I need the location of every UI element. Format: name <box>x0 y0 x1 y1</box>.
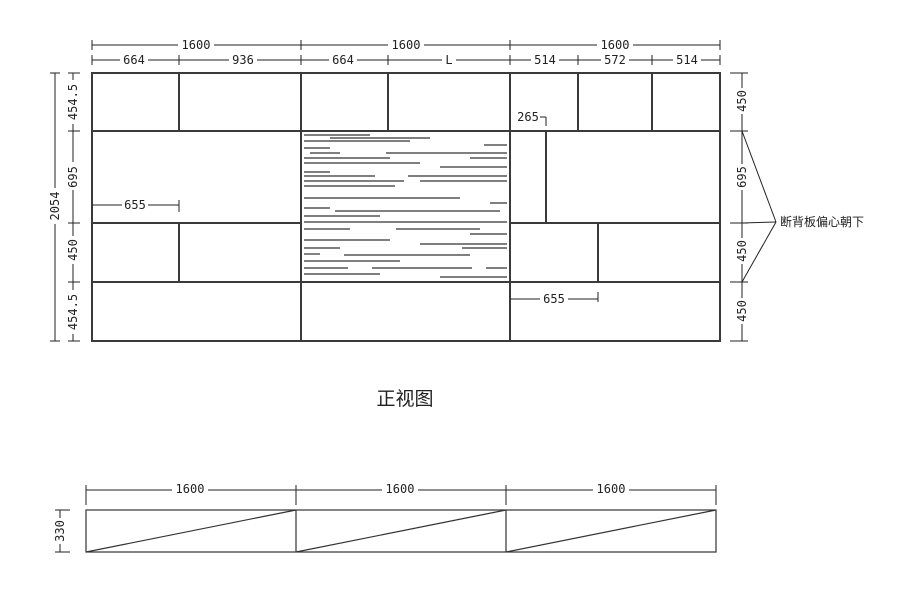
left-row-dim-1: 454.5 <box>66 84 80 120</box>
front-view-cabinet <box>91 72 721 342</box>
inner-dim-655-right: 655 <box>543 292 565 306</box>
top-dim-3: 1600 <box>601 38 630 52</box>
plan-dim-3: 1600 <box>597 482 626 496</box>
left-row-dim-3: 450 <box>66 239 80 261</box>
inner-dims <box>92 116 599 302</box>
right-row-dim-3: 450 <box>735 240 749 262</box>
back-panel-note: 断背板偏心朝下 <box>780 214 864 229</box>
sub-dim-3: 664 <box>332 53 354 67</box>
right-row-dim-1: 450 <box>735 90 749 112</box>
inner-dim-655-left: 655 <box>124 198 146 212</box>
sub-dim-7: 514 <box>676 53 698 67</box>
top-dim-2: 1600 <box>392 38 421 52</box>
plan-depth-dim: 330 <box>53 520 67 542</box>
plan-view-cabinet <box>85 509 717 553</box>
top-dim-1: 1600 <box>182 38 211 52</box>
sub-dim-6: 572 <box>604 53 626 67</box>
sub-dim-2: 936 <box>232 53 254 67</box>
sub-dim-5: 514 <box>534 53 556 67</box>
right-dims <box>730 72 748 342</box>
note-leaders <box>741 130 777 283</box>
left-row-dim-4: 454.5 <box>66 294 80 330</box>
plan-dim-1: 1600 <box>176 482 205 496</box>
right-row-dim-2: 695 <box>735 166 749 188</box>
plan-dim-2: 1600 <box>386 482 415 496</box>
sub-dim-1: 664 <box>123 53 145 67</box>
left-row-dim-2: 695 <box>66 166 80 188</box>
right-row-dim-4: 450 <box>735 300 749 322</box>
inner-dim-265: 265 <box>517 110 539 124</box>
cabinet-outline <box>91 72 721 342</box>
sub-dim-4: L <box>445 53 452 67</box>
front-view-title: 正视图 <box>376 388 433 410</box>
mid-panel-hatch <box>304 134 507 278</box>
left-total-dim: 2054 <box>48 192 62 221</box>
